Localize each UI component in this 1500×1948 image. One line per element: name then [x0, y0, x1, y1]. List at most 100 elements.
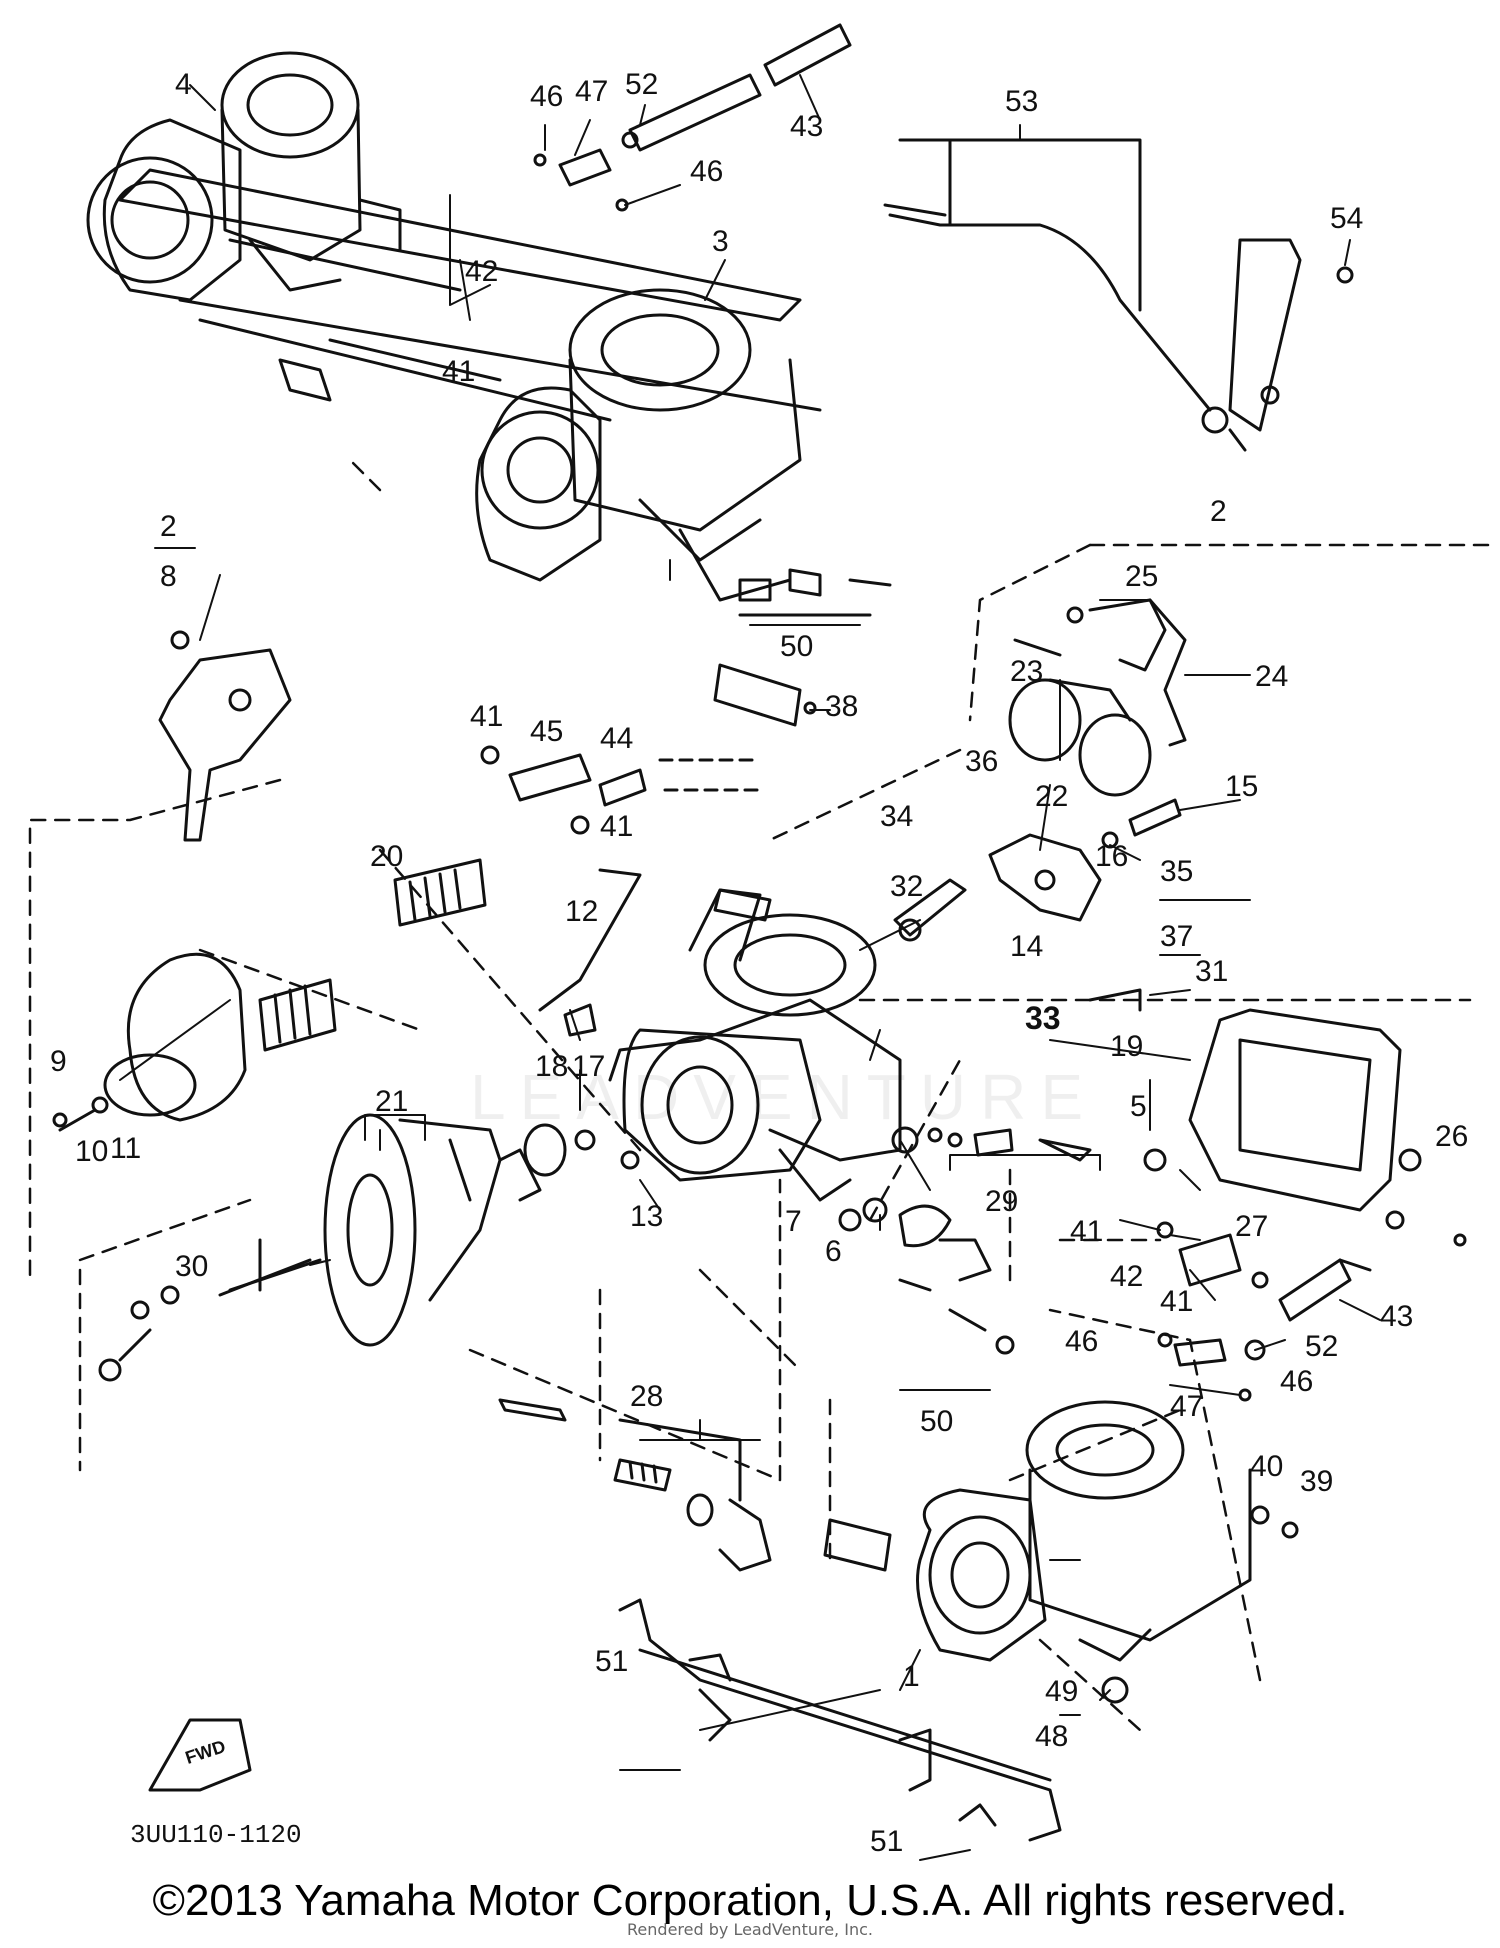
tube-38: [713, 663, 817, 922]
float-22: [1008, 678, 1152, 797]
callout-33: 33: [1025, 1000, 1061, 1036]
callout-42b: 42: [1110, 1260, 1144, 1293]
callout-32: 32: [890, 870, 924, 903]
starter-plunger-32: [893, 878, 1142, 1012]
callout-5: 5: [1130, 1090, 1147, 1123]
callout-22: 22: [1035, 780, 1069, 813]
callout-40: 40: [1250, 1450, 1284, 1483]
callout-18: 18: [535, 1050, 569, 1083]
callout-49: 49: [1045, 1675, 1079, 1708]
callout-41b: 41: [470, 700, 504, 733]
callout-48: 48: [1035, 1720, 1069, 1753]
callout-17: 17: [572, 1050, 606, 1083]
callout-45: 45: [530, 715, 564, 748]
choke-spring-28: [498, 1398, 772, 1572]
callout-29: 29: [985, 1185, 1019, 1218]
callout-41a: 41: [442, 355, 476, 388]
callout-41c: 41: [600, 810, 634, 843]
callout-42a: 42: [465, 255, 499, 288]
callout-10: 10: [75, 1135, 109, 1168]
float-bowl-19: [1188, 1008, 1467, 1247]
callout-16: 16: [1095, 840, 1129, 873]
carburetor-assembly-bottom: [916, 1400, 1299, 1704]
callout-3: 3: [712, 225, 729, 258]
callout-37: 37: [1160, 920, 1194, 953]
callout-12: 12: [565, 895, 599, 928]
label-brackets: [154, 547, 1101, 1441]
tube-bottom-left: [823, 1518, 892, 1572]
callout-39: 39: [1300, 1465, 1334, 1498]
callout-46a: 46: [530, 80, 564, 113]
callout-46b: 46: [690, 155, 724, 188]
callout-6: 6: [825, 1235, 842, 1268]
callout-13: 13: [630, 1200, 664, 1233]
callout-50b: 50: [920, 1405, 954, 1438]
diagram-part-code: 3UU110-1120: [130, 1820, 302, 1850]
callout-44: 44: [600, 722, 634, 755]
callout-34: 34: [880, 800, 914, 833]
callout-27: 27: [1235, 1210, 1269, 1243]
copyright-notice: ©2013 Yamaha Motor Corporation, U.S.A. A…: [152, 1876, 1348, 1925]
diaphragm-cover: [52, 952, 247, 1132]
callout-15: 15: [1225, 770, 1259, 803]
callout-7: 7: [785, 1205, 802, 1238]
fittings-bottom: [1157, 1332, 1266, 1402]
hose-43-top: [621, 23, 852, 152]
callout-52a: 52: [625, 68, 659, 101]
callout-26: 26: [1435, 1120, 1469, 1153]
callout-21: 21: [375, 1085, 409, 1118]
callout-38: 38: [825, 690, 859, 723]
fittings-41-45-44: [480, 745, 762, 835]
callout-14: 14: [1010, 930, 1044, 963]
callout-24: 24: [1255, 660, 1289, 693]
fwd-arrow-icon: [148, 1718, 252, 1792]
callout-46d: 46: [1280, 1365, 1314, 1398]
watermark: LEADVENTURE: [470, 1061, 1097, 1133]
carburetor-body-center: [608, 888, 919, 1202]
callout-43a: 43: [790, 110, 824, 143]
callout-46c: 46: [1065, 1325, 1099, 1358]
link-rod-12: [538, 868, 642, 1037]
piston-valve-21: [323, 1113, 542, 1347]
callout-31: 31: [1195, 955, 1229, 988]
float-valve-29: [927, 1127, 1167, 1172]
fitting-47-top: [533, 148, 629, 212]
bracket-8: [158, 630, 292, 842]
leader-lines: [119, 74, 1381, 1861]
callout-52b: 52: [1305, 1330, 1339, 1363]
callout-47b: 47: [1170, 1390, 1204, 1423]
callout-53: 53: [1005, 85, 1039, 118]
jets-50-top: [738, 568, 892, 617]
callout-9: 9: [50, 1045, 67, 1078]
spring-20: [393, 858, 487, 927]
callout-41d: 41: [1070, 1215, 1104, 1248]
callout-30: 30: [175, 1250, 209, 1283]
callout-11: 11: [110, 1132, 142, 1165]
callout-51a: 51: [595, 1645, 629, 1678]
callout-25: 25: [1125, 560, 1159, 593]
callout-8: 8: [160, 560, 177, 593]
callout-1: 1: [903, 1660, 920, 1693]
float-arm-24: [1013, 598, 1187, 747]
needle-assembly-30: [98, 1238, 322, 1382]
link-bar-51: [618, 1598, 1062, 1842]
callout-20: 20: [370, 840, 404, 873]
callout-36: 36: [965, 745, 999, 778]
callout-51b: 51: [870, 1825, 904, 1858]
bracket-54: [1228, 238, 1354, 432]
rendered-by-notice: Rendered by LeadVenture, Inc.: [627, 1920, 873, 1939]
callout-35: 35: [1160, 855, 1194, 888]
callout-23: 23: [1010, 655, 1044, 688]
callout-43b: 43: [1380, 1300, 1414, 1333]
throttle-cable-53: [883, 138, 1247, 452]
spring-21a: [258, 978, 337, 1052]
callout-50a: 50: [780, 630, 814, 663]
valve-seat-36: [988, 798, 1182, 922]
throttle-spring-6: [838, 1197, 1015, 1355]
callout-4: 4: [175, 68, 192, 101]
callout-28: 28: [630, 1380, 664, 1413]
exploded-outline: [28, 458, 1492, 1732]
callout-41e: 41: [1160, 1285, 1194, 1318]
